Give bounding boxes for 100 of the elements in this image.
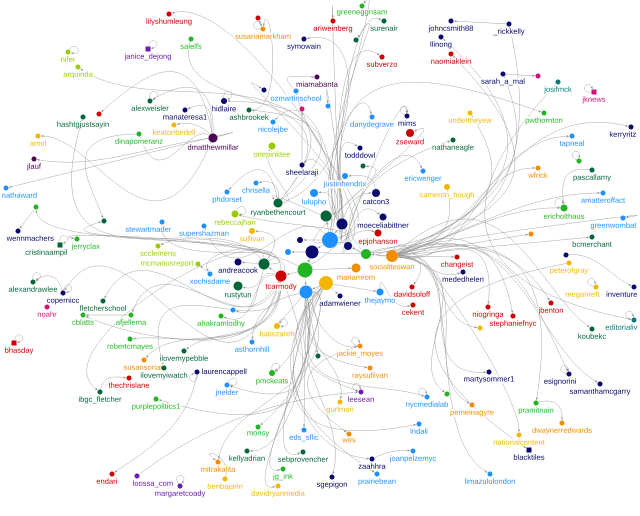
arrow <box>314 128 424 243</box>
arrow <box>84 222 299 266</box>
arrow <box>562 169 590 204</box>
arrow <box>338 82 542 242</box>
arrow <box>398 244 568 372</box>
loop-arrow <box>236 206 246 216</box>
arrow <box>304 238 322 242</box>
arrow <box>172 12 356 242</box>
arrow <box>210 453 227 477</box>
loop-arrow <box>572 150 580 160</box>
vertex-dot <box>322 232 338 248</box>
arrow <box>538 400 564 420</box>
arrow <box>68 235 284 272</box>
loop-arrow <box>14 334 24 343</box>
vertex-dot <box>258 258 270 270</box>
arrow <box>252 109 322 200</box>
arrow <box>308 288 367 368</box>
arrow <box>87 250 282 390</box>
arrow <box>100 376 126 390</box>
arrow <box>308 289 424 396</box>
loop-arrow <box>228 378 238 386</box>
arrow <box>80 68 332 232</box>
vertex-dot <box>300 286 312 298</box>
arrow <box>308 258 310 262</box>
arrow <box>228 170 278 199</box>
arrow <box>398 248 490 304</box>
arrow <box>307 346 358 432</box>
arrow <box>290 288 374 472</box>
arrow <box>218 298 319 459</box>
arrow <box>242 269 264 289</box>
arrow <box>370 56 516 253</box>
arrow <box>286 272 298 275</box>
arrow <box>292 289 416 431</box>
arrow <box>264 292 321 488</box>
arrow <box>398 256 454 258</box>
arrow <box>376 215 638 256</box>
arrow <box>36 210 270 260</box>
arrow <box>397 116 492 254</box>
arrow <box>336 50 380 241</box>
arrow <box>86 282 282 340</box>
loop-arrow <box>588 278 596 287</box>
arrow <box>158 282 282 366</box>
arrow <box>454 20 506 24</box>
arrow <box>398 255 460 275</box>
vertex-dot <box>306 246 318 258</box>
arrow <box>272 196 334 220</box>
vertex-dot <box>319 276 333 290</box>
arrow <box>398 243 598 382</box>
arrow <box>312 286 320 290</box>
arrow <box>352 248 362 252</box>
arrow <box>152 87 214 134</box>
arrow <box>398 254 488 473</box>
arrow <box>348 155 422 242</box>
loop-arrow <box>224 91 232 100</box>
arrow <box>114 374 197 472</box>
arrow <box>188 105 212 134</box>
arrow <box>236 273 276 313</box>
vertex-dot <box>320 210 332 222</box>
loop-arrow <box>60 235 68 244</box>
arrow <box>282 36 349 202</box>
loop-arrow <box>189 373 198 382</box>
loop-arrow <box>560 364 569 374</box>
arrow <box>268 267 277 273</box>
arrow <box>332 6 342 240</box>
arrow <box>287 76 314 90</box>
loop-arrow <box>32 272 41 281</box>
arrow <box>306 288 342 399</box>
arrow <box>283 298 306 455</box>
arrow <box>330 165 376 232</box>
loop-arrow <box>272 363 280 372</box>
arrow <box>160 238 280 264</box>
arrow <box>8 132 233 188</box>
loop-arrow <box>176 475 184 484</box>
arrow <box>435 263 567 448</box>
arrow <box>304 159 338 215</box>
arrow <box>318 191 338 220</box>
arrow <box>158 281 303 415</box>
arrow <box>342 106 408 254</box>
arrow <box>259 180 279 199</box>
arrow <box>350 140 450 251</box>
arrow <box>101 71 212 134</box>
arrow <box>318 244 324 248</box>
arrow <box>64 266 280 342</box>
arrow <box>304 288 336 474</box>
arrow <box>398 256 421 284</box>
arrow <box>279 296 302 324</box>
arrow <box>292 250 306 254</box>
arrow <box>331 288 338 294</box>
arrow <box>200 266 208 272</box>
loop-arrow <box>584 84 593 92</box>
arrow <box>372 254 386 256</box>
loop-arrow <box>418 388 427 397</box>
arrow <box>339 142 358 218</box>
arrow <box>398 122 628 255</box>
arrow <box>132 281 280 312</box>
arrow <box>252 19 273 110</box>
arrow <box>343 192 372 219</box>
arrow <box>326 222 329 232</box>
vertex-dot <box>361 249 371 259</box>
vertex-dot <box>298 262 312 278</box>
